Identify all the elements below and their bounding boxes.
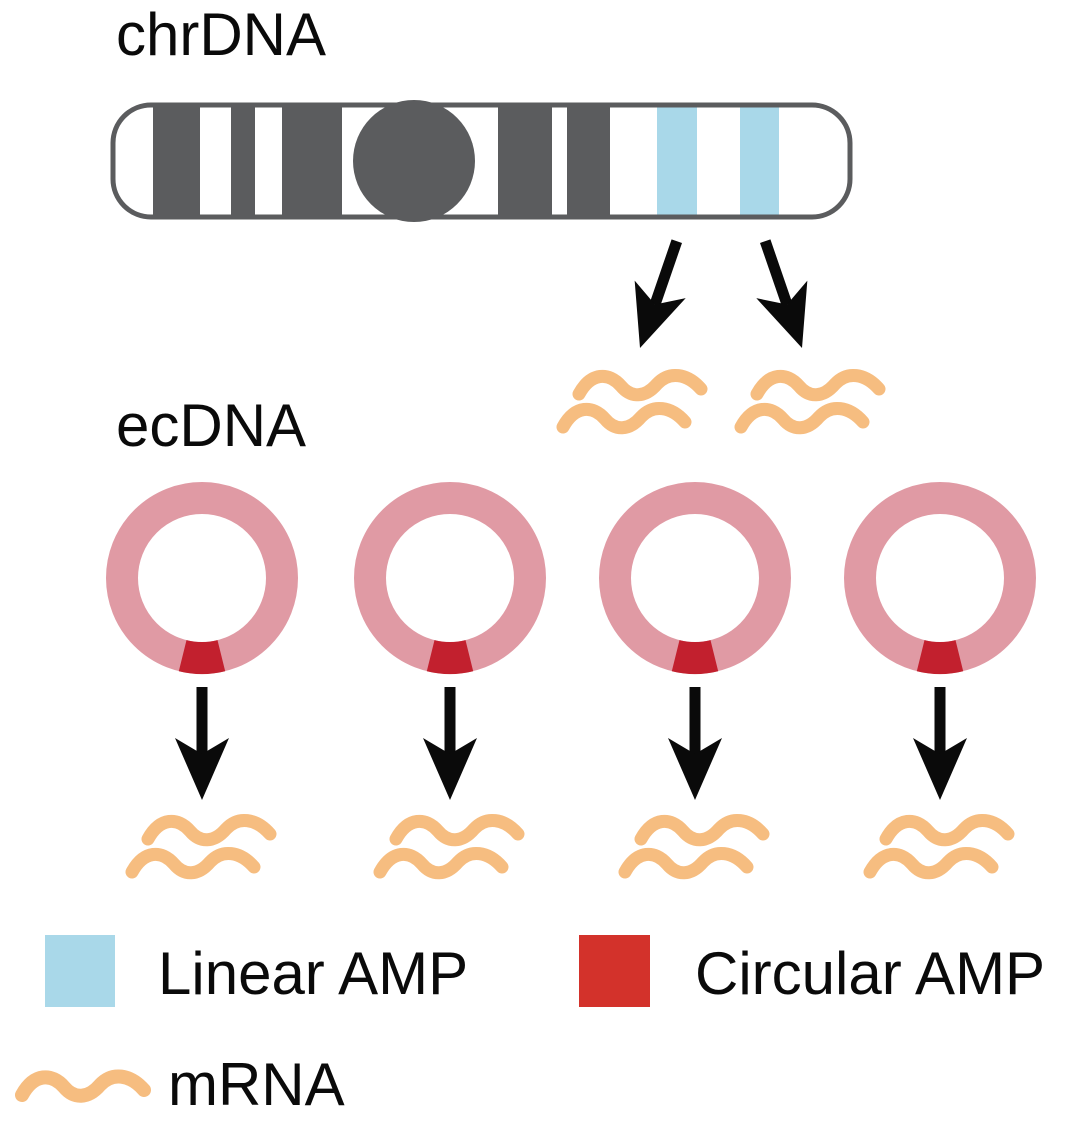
legend-mrna-label: mRNA (168, 1051, 345, 1118)
mrna-icon (563, 375, 701, 427)
legend-swatches (22, 935, 650, 1096)
linear-amp-band (740, 105, 779, 217)
circular-amp-segment (916, 640, 964, 675)
linear-amp-band (657, 105, 697, 217)
circular-amp-segment (426, 640, 474, 675)
transcription-arrow (913, 687, 967, 800)
ecdna-label: ecDNA (116, 392, 307, 459)
ecdna-ring (599, 482, 791, 675)
centromere (353, 100, 475, 222)
chromosome-band (231, 105, 255, 217)
ecdna-transcription-arrows (175, 687, 967, 800)
legend-linear-amp-label: Linear AMP (158, 940, 469, 1007)
chromosome-band (498, 105, 552, 217)
ecdna-ring (354, 482, 546, 675)
transcription-arrow-right (740, 232, 828, 356)
mrna-icon (741, 375, 879, 427)
chromosome-band (282, 105, 342, 217)
chromosome-band (567, 105, 610, 217)
ecdna-ring-body (354, 482, 546, 674)
chromosome-outline (110, 102, 853, 220)
legend-linear-amp-swatch (45, 935, 115, 1007)
chromosome-band (153, 105, 200, 217)
mrna-icon (870, 820, 1008, 872)
ecdna-ring-body (106, 482, 298, 674)
chromosome-body (113, 105, 850, 217)
circular-amp-segment (178, 640, 226, 675)
legend-circular-amp-swatch (579, 935, 650, 1007)
chromosome-mrna-products (563, 375, 879, 427)
mrna-icon (625, 820, 763, 872)
ecdna-ring (106, 482, 298, 675)
transcription-arrow (175, 687, 229, 800)
ecdna-rings (106, 482, 1036, 675)
ecdna-ring-body (844, 482, 1036, 674)
ecdna-mrna-products (132, 820, 1008, 872)
transcription-arrow (423, 687, 477, 800)
chromosome-ideogram (110, 100, 853, 222)
mrna-icon (380, 820, 518, 872)
ecdna-ring-body (599, 482, 791, 674)
circular-amp-segment (671, 640, 719, 675)
legend-mrna-icon (22, 1076, 144, 1095)
ecdna-ring (844, 482, 1036, 675)
transcription-arrow-left (614, 232, 702, 356)
chrdna-label: chrDNA (116, 1, 327, 68)
mrna-icon (132, 820, 270, 872)
legend-circular-amp-label: Circular AMP (695, 940, 1046, 1007)
transcription-arrow (668, 687, 722, 800)
chromosome-transcription-arrows (614, 232, 827, 356)
